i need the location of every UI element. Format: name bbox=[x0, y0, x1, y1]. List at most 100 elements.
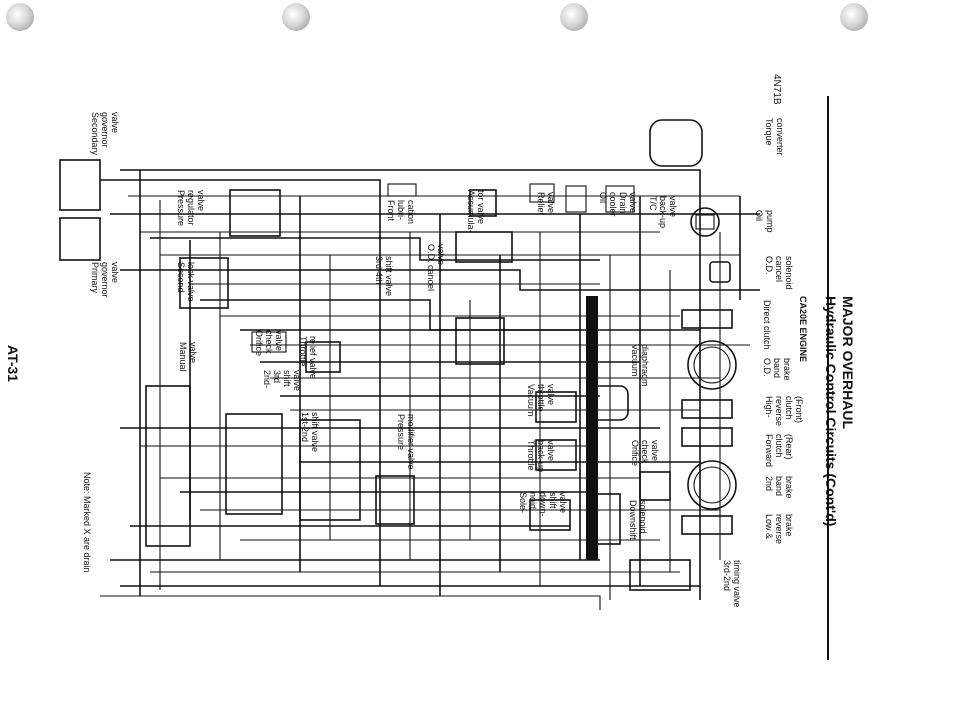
svg-text:Throttlerelief valve: Throttlerelief valve bbox=[298, 336, 318, 379]
svg-text:Pressuremodifier valve: Pressuremodifier valve bbox=[396, 414, 416, 470]
solenoid-downshift-valve bbox=[529, 499, 571, 531]
svg-text:T/Cback-upvalve: T/Cback-upvalve bbox=[648, 196, 678, 228]
shift-valve-23 bbox=[225, 413, 283, 515]
rear-return-channel bbox=[586, 296, 598, 560]
svg-text:Manualvalve: Manualvalve bbox=[178, 342, 198, 372]
label-shift-valve-34: 3rd-4th bbox=[374, 256, 384, 285]
figure-code: 4N71B bbox=[771, 74, 782, 105]
label-secondary-governor: Secondary bbox=[90, 112, 100, 156]
label-throttle-relief: Throttle bbox=[298, 336, 308, 367]
label-torque-converter: Torque bbox=[764, 118, 774, 146]
drain-note: Note: Marked X are drain bbox=[82, 472, 92, 573]
label-low-reverse-brake: Low & bbox=[764, 514, 774, 539]
svg-text:2nd-3rdshiftvalve: 2nd-3rdshiftvalve bbox=[262, 370, 302, 391]
primary-governor-valve bbox=[59, 217, 101, 261]
svg-text:Secondarygovernorvalve: Secondarygovernorvalve bbox=[90, 112, 120, 156]
label-oil-pump: Oil bbox=[754, 210, 764, 221]
vacuum-throttle-valve bbox=[535, 391, 577, 423]
label-od-cancel-valve: O.D. cancel bbox=[426, 244, 436, 291]
oil-cooler-drain-valve bbox=[565, 185, 587, 213]
od-band-brake bbox=[687, 340, 737, 390]
od-cancel-valve bbox=[455, 231, 513, 263]
svg-text:Low &reversebrake: Low &reversebrake bbox=[764, 514, 794, 544]
page-number: AT-31 bbox=[5, 345, 21, 382]
svg-text:Forwardclutch(Rear): Forwardclutch(Rear) bbox=[764, 434, 794, 467]
label-second-lock: Second bbox=[176, 262, 186, 293]
svg-text:Vacuumthrottlevalve: Vacuumthrottlevalve bbox=[526, 384, 556, 416]
band-brake-2nd bbox=[687, 460, 737, 510]
label-vacuum-diaphragm: Vacuum bbox=[630, 344, 640, 376]
svg-text:3rd-4thshift valve: 3rd-4thshift valve bbox=[374, 256, 394, 296]
throttle-relief-valve bbox=[305, 341, 341, 373]
valve-components bbox=[59, 119, 737, 591]
svg-text:2ndbandbrake: 2ndbandbrake bbox=[764, 476, 794, 499]
svg-text:O.D. cancelvalve: O.D. cancelvalve bbox=[426, 244, 446, 291]
pressure-modifier-valve bbox=[375, 475, 415, 525]
binder-hole bbox=[560, 3, 588, 31]
page-title: Hydraulic Control Circuits (Cont'd) bbox=[823, 296, 839, 526]
label-direct-clutch: Direct clutch bbox=[762, 300, 772, 350]
svg-text:Frontlubri-cation: Frontlubri-cation bbox=[386, 200, 416, 224]
label-throttle-backup: Throttle bbox=[526, 440, 536, 471]
label-primary-governor: Primary bbox=[90, 262, 100, 293]
label-od-cancel-solenoid: O.D. bbox=[764, 256, 774, 275]
svg-text:O.D.cancelsolenoid: O.D.cancelsolenoid bbox=[764, 256, 794, 290]
orifice-check-valve-right bbox=[639, 471, 671, 501]
second-lock-valve bbox=[179, 257, 229, 309]
svg-text:Throttleback-upvalve: Throttleback-upvalve bbox=[526, 440, 556, 472]
svg-text:Orificecheckvalve: Orificecheckvalve bbox=[630, 440, 660, 466]
label-front-lubrication: Front bbox=[386, 200, 396, 222]
label-timing-valve-32: 3rd-2nd bbox=[722, 560, 732, 591]
svg-text:Secondlock valve: Secondlock valve bbox=[176, 262, 196, 302]
label-manual-valve: Manual bbox=[178, 342, 188, 372]
svg-text:Pressureregulatorvalve: Pressureregulatorvalve bbox=[176, 190, 206, 226]
engine-subtitle: CA20E ENGINE bbox=[798, 296, 808, 362]
section-title: MAJOR OVERHAUL bbox=[840, 296, 856, 429]
manual-valve bbox=[145, 385, 191, 547]
throttle-backup-valve bbox=[535, 439, 577, 471]
svg-text:1st-2ndshift valve: 1st-2ndshift valve bbox=[300, 412, 320, 452]
svg-text:High-reverseclutch(Front): High-reverseclutch(Front) bbox=[764, 396, 804, 426]
label-tc-backup: T/C bbox=[648, 196, 658, 211]
label-solenoid-downshift: Sole- bbox=[518, 492, 528, 513]
binder-hole bbox=[6, 3, 34, 31]
label-relief-valve: Relief bbox=[536, 192, 546, 216]
svg-text:Downshiftsolenoid: Downshiftsolenoid bbox=[628, 500, 648, 540]
svg-text:Orificecheckvalve: Orificecheckvalve bbox=[254, 330, 284, 356]
direct-clutch bbox=[681, 309, 733, 329]
component-labels: Torqueconverter Oilpump T/Cback-upvalve … bbox=[90, 112, 804, 608]
svg-text:Oilpump: Oilpump bbox=[754, 210, 775, 233]
svg-text:Torqueconverter: Torqueconverter bbox=[764, 118, 785, 156]
label-accumulator: Accumula- bbox=[466, 190, 476, 233]
label-orifice-check-left: Orifice bbox=[254, 330, 264, 356]
svg-text:O.D.bandbrake: O.D.bandbrake bbox=[762, 358, 792, 381]
svg-text:Vacuumdiaphragm: Vacuumdiaphragm bbox=[630, 344, 650, 387]
front-lubrication bbox=[387, 183, 417, 197]
label-2nd-band-brake: 2nd bbox=[764, 476, 774, 491]
svg-text:Sole-noiddown-shiftvalve: Sole-noiddown-shiftvalve bbox=[518, 492, 568, 517]
tc-backup-valve bbox=[605, 185, 635, 213]
relief-valve bbox=[529, 183, 555, 203]
oil-pump bbox=[690, 207, 720, 237]
label-downshift-solenoid: Downshift bbox=[628, 500, 638, 540]
forward-clutch bbox=[681, 427, 733, 447]
svg-text:Primarygovernorvalve: Primarygovernorvalve bbox=[90, 262, 120, 298]
accumulator-valve bbox=[469, 189, 497, 217]
label-forward-clutch: Forward bbox=[764, 434, 774, 467]
binder-hole bbox=[840, 3, 868, 31]
shift-valve-12 bbox=[299, 419, 361, 521]
label-oil-cooler-drain: Oil bbox=[598, 192, 608, 203]
timing-valve-32 bbox=[629, 559, 691, 591]
label-orifice-check-right: Orifice bbox=[630, 440, 640, 466]
binder-hole bbox=[282, 3, 310, 31]
secondary-governor-valve bbox=[59, 159, 101, 211]
od-cancel-solenoid bbox=[709, 261, 731, 283]
label-shift-valve-23: 2nd- bbox=[262, 370, 272, 388]
hydraulic-lines bbox=[100, 169, 760, 610]
low-reverse-brake bbox=[681, 515, 733, 535]
od-cancel-valve-body bbox=[455, 317, 505, 365]
svg-text:Accumula-tor valve: Accumula-tor valve bbox=[466, 190, 486, 233]
label-vacuum-throttle: Vacuum bbox=[526, 384, 536, 416]
